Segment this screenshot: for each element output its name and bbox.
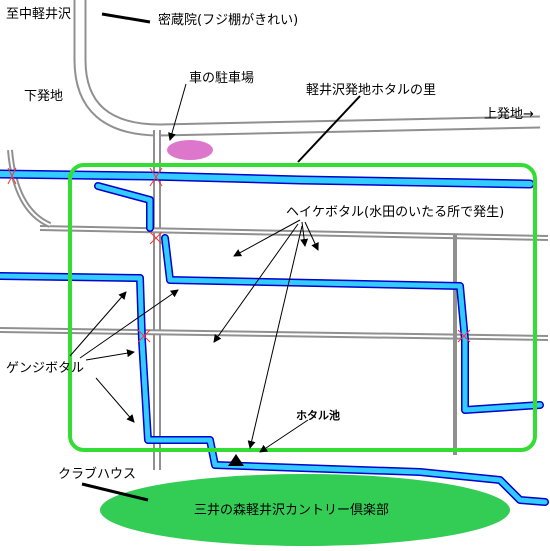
- label-temple: 密蔵院(フジ棚がきれい): [158, 13, 299, 28]
- parking-lot-marker: [167, 140, 213, 160]
- triangle-icon: [228, 454, 244, 466]
- arrow-icon: [247, 225, 303, 449]
- label-upper-district: 上発地→: [484, 107, 534, 122]
- arrow-icon: [300, 221, 309, 247]
- label-firefly-pond: ホタル池: [296, 409, 340, 422]
- leader-clubhouse: [81, 482, 149, 502]
- label-heike-firefly: ヘイケボタル(水田のいたる所で発生): [286, 205, 505, 220]
- streams: [0, 169, 549, 506]
- leader-pond: [259, 419, 309, 453]
- arrow-icon: [304, 221, 319, 251]
- arrow-icon: [79, 289, 179, 359]
- road-diagonal-left: [7, 149, 52, 228]
- bridge-marks: [7, 167, 471, 343]
- arrow-icon: [85, 349, 135, 361]
- arrow-icon: [95, 377, 135, 423]
- label-clubhouse: クラブハウス: [58, 467, 137, 482]
- label-parking: 車の駐車場: [189, 71, 255, 86]
- label-firefly-village: 軽井沢発地ホタルの里: [306, 83, 437, 98]
- arrow-icon: [233, 219, 301, 257]
- label-genji-firefly: ゲンジボタル: [6, 361, 85, 376]
- label-lower-district: 下発地: [24, 89, 64, 104]
- arrow-icon: [213, 223, 299, 343]
- golf-club-area: [100, 474, 510, 546]
- firefly-village-area: [68, 163, 537, 452]
- leader-lines: [69, 12, 361, 502]
- label-golf-club: 三井の森軽井沢カントリー倶楽部: [194, 503, 390, 518]
- label-north-origin: 至中軽井沢: [6, 7, 72, 22]
- arrow-icon: [69, 291, 127, 357]
- leader-parking: [168, 83, 187, 141]
- leader-temple: [101, 12, 151, 24]
- leader-village: [297, 95, 361, 163]
- road-curve-north: [73, 0, 541, 137]
